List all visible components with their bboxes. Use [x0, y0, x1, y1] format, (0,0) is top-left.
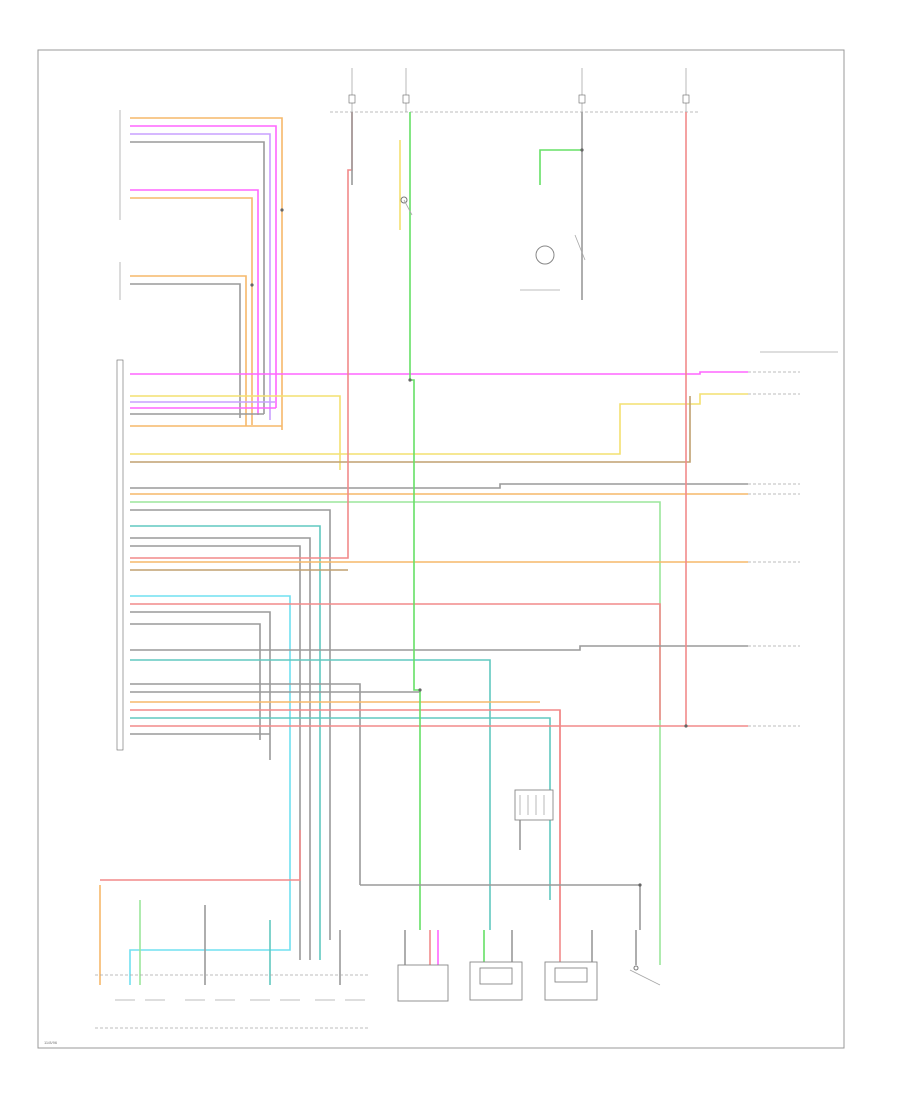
wire-gray-2: [130, 283, 241, 418]
wire-yellow-shift: [130, 393, 748, 455]
wire-gray-row5: [130, 611, 271, 760]
wire-gray-tss: [130, 483, 748, 489]
wire-gray-row8: [130, 683, 361, 885]
wire-orange-2: [130, 197, 253, 425]
pcm-connector: [116, 359, 124, 751]
footer-code: 11/8/96: [44, 1040, 58, 1045]
wire-green-ignition: [409, 112, 421, 930]
fuse-feeds: [330, 68, 700, 113]
wire-red-row: [130, 112, 353, 559]
wire-violet-1: [130, 133, 271, 420]
wire-yellow-tcs: [130, 395, 341, 470]
tps-sensor: [397, 964, 449, 1002]
wire-teal-row2: [130, 659, 491, 930]
wire-brown-shift: [130, 396, 691, 463]
wire-harness: [99, 112, 748, 985]
wire-teal-row: [130, 525, 321, 960]
splice-pack: [514, 789, 554, 821]
od-cancel-switch: [520, 234, 586, 291]
wire-gray-bottom: [360, 884, 641, 930]
wire-cyan-row: [129, 595, 291, 985]
wire-red-ss: [100, 830, 301, 881]
wire-gray-row7: [130, 645, 748, 651]
wire-orange-1: [130, 117, 283, 430]
wire-pink-main: [130, 371, 748, 375]
right-connectors: [748, 351, 838, 727]
wire-pink-2: [130, 189, 259, 415]
wire-orange-3: [130, 275, 247, 426]
wire-red-row2: [130, 603, 661, 720]
diagram-frame: [37, 49, 845, 1049]
splice-points: [250, 148, 688, 887]
wire-gray-row4: [130, 545, 301, 960]
wire-gray-1: [130, 141, 265, 414]
wire-pink-1: [130, 125, 277, 408]
wire-gray-row2: [130, 509, 331, 940]
wire-red-row3: [130, 709, 561, 930]
wire-green-dpst: [539, 149, 582, 185]
wire-teal-row3: [130, 717, 551, 900]
wire-gray-row6: [130, 623, 261, 740]
brake-switch: [400, 196, 413, 216]
tr-sensor-switch: [629, 965, 661, 986]
bottom-components: [95, 961, 661, 1029]
wire-gray-row3: [130, 537, 311, 960]
wire-lightgreen-row: [130, 501, 661, 930]
